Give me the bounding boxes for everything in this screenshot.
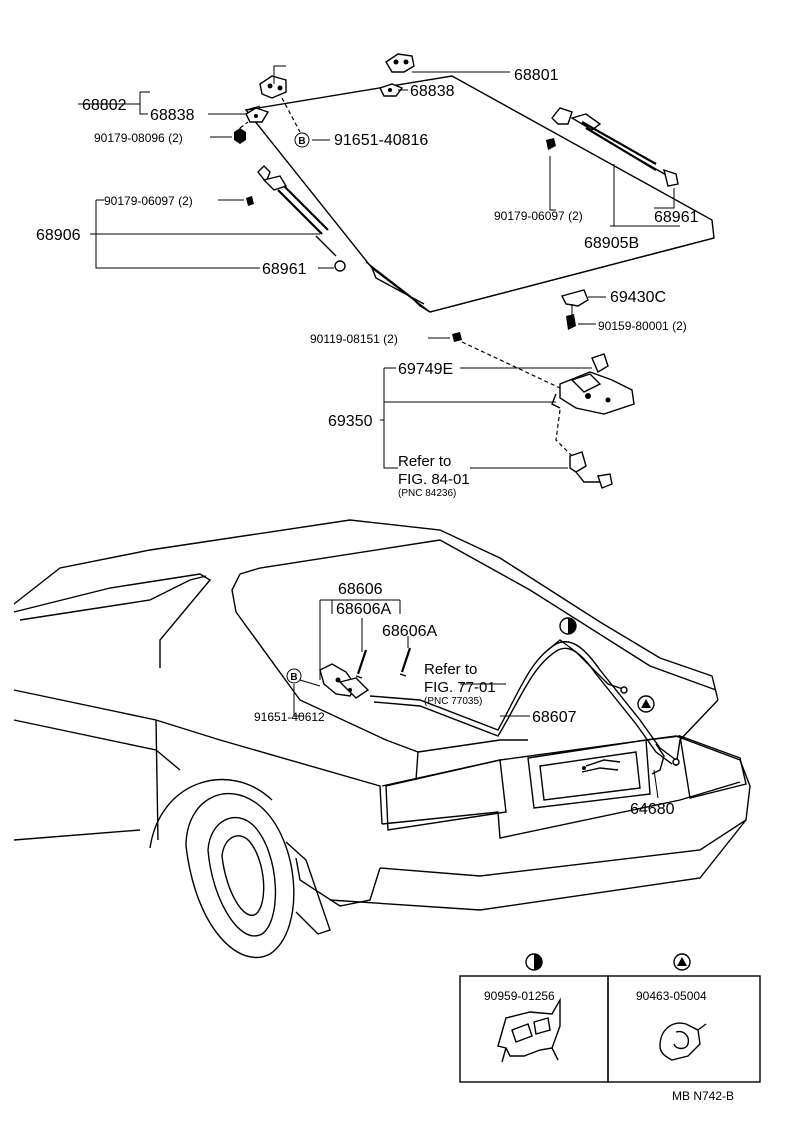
half-circle-marker (559, 617, 577, 635)
damper-stay-68905b (546, 107, 679, 187)
label-69430c: 69430C (610, 289, 666, 306)
label-69350: 69350 (328, 413, 373, 430)
leaders-middle (380, 367, 592, 469)
label-91651-40612: 91651-40612 (254, 710, 325, 724)
label-68838-left: 68838 (150, 107, 195, 124)
label-68961-right: 68961 (654, 209, 699, 226)
label-90959-01256: 90959-01256 (484, 989, 555, 1003)
b-marker-2-group: B (286, 668, 321, 687)
label-90179-08096: 90179-08096 (2) (94, 131, 183, 145)
nut-90179-08096 (234, 121, 249, 144)
label-68961-left: 68961 (262, 261, 307, 278)
b-marker-1: B (298, 136, 305, 147)
label-refer-77-line1: Refer to (424, 661, 477, 678)
release-lever-68606 (319, 647, 412, 699)
damper-stay-68906 (246, 165, 346, 272)
leaders-lower (293, 599, 659, 799)
hinge-68802 (245, 75, 287, 123)
car-body (13, 519, 751, 959)
label-90159-80001: 90159-80001 (2) (598, 319, 687, 333)
triangle-marker (637, 695, 655, 713)
label-refer-84-line1: Refer to (398, 453, 451, 470)
label-refer-77-pnc: (PNC 77035) (424, 696, 482, 707)
inset-box-left (459, 953, 609, 1083)
clip-91651-40816: B (281, 97, 310, 148)
label-68606a-1: 68606A (336, 601, 391, 618)
part-number-labels: 68801 68838 68802 68838 90179-08096 (2) … (36, 67, 734, 1103)
label-91651-40816: 91651-40816 (334, 132, 428, 149)
label-refer-77-line2: FIG. 77-01 (424, 679, 496, 696)
label-68802: 68802 (82, 97, 127, 114)
label-69749e: 69749E (398, 361, 453, 378)
inset-box-right (607, 953, 761, 1083)
label-68606: 68606 (338, 581, 383, 598)
hinge-68801 (379, 53, 415, 97)
diagram-code: MB N742-B (672, 1089, 734, 1103)
leaders-top (78, 65, 680, 269)
hatch-glass (244, 75, 715, 313)
release-cable-68607 (369, 639, 680, 775)
label-90179-06097-left: 90179-06097 (2) (104, 194, 193, 208)
label-90179-06097-right: 90179-06097 (2) (494, 209, 583, 223)
label-68801: 68801 (514, 67, 559, 84)
label-68905b: 68905B (584, 235, 639, 252)
label-90463-05004: 90463-05004 (636, 989, 707, 1003)
label-68906: 68906 (36, 227, 81, 244)
label-90119-08151: 90119-08151 (2) (310, 332, 398, 346)
bolt-90119-08151 (428, 332, 561, 389)
label-refer-84-pnc: (PNC 84236) (398, 488, 456, 499)
label-64680: 64680 (630, 801, 675, 818)
label-68607: 68607 (532, 709, 577, 726)
label-refer-84-line2: FIG. 84-01 (398, 471, 470, 488)
label-68838-right: 68838 (410, 83, 455, 100)
label-68606a-2: 68606A (382, 623, 437, 640)
lock-assy-69350 (551, 353, 635, 489)
b-marker-2: B (290, 672, 297, 683)
striker-69430c (560, 289, 606, 330)
